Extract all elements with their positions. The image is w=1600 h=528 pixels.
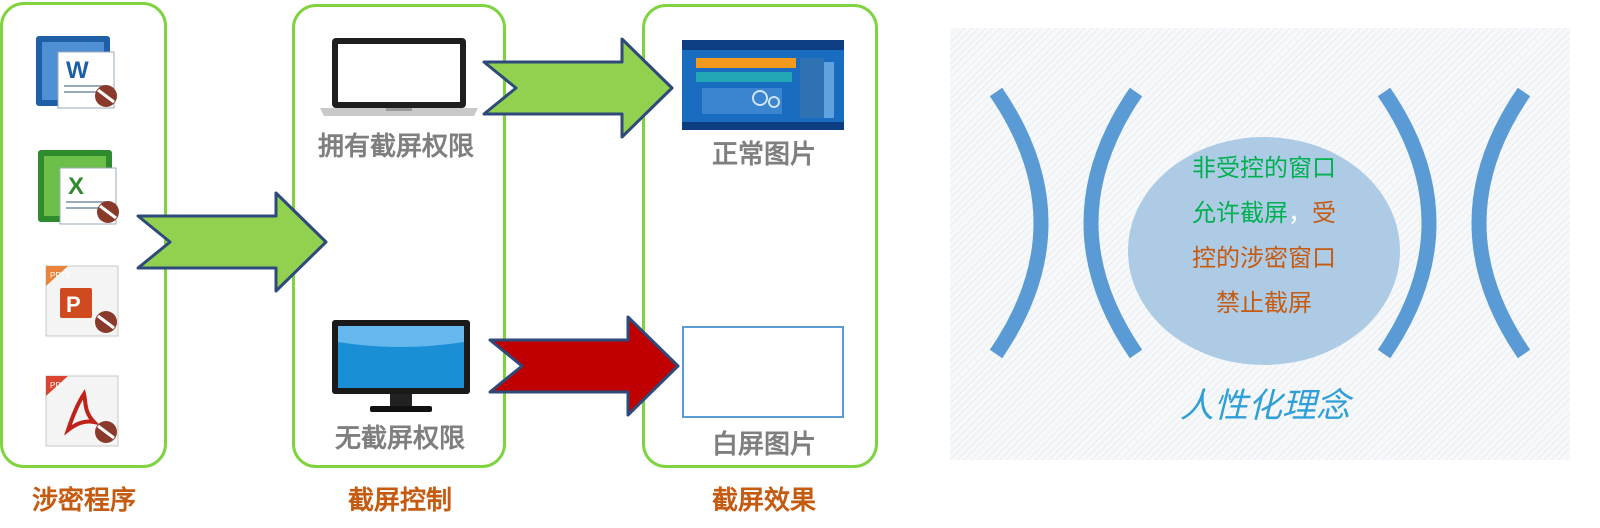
pdf-icon: PDF [45,375,119,447]
arrow-no-permission-to-white [488,315,680,417]
normal-image-caption: 正常图片 [711,140,816,170]
normal-image-thumbnail [682,40,844,130]
concept-slogan: 人性化理念 [1180,386,1350,426]
concept-line1: 非受控的窗口 [1192,154,1336,182]
excel-icon: X [38,150,119,225]
concept-line3: 控的涉密窗口 [1192,244,1336,272]
concept-message: 非受控的窗口 允许截屏，受 控的涉密窗口 禁止截屏 [1150,146,1378,326]
left-brackets [990,88,1143,358]
laptop-icon [320,38,478,116]
monitor-icon [332,320,470,412]
without-permission-caption: 无截屏权限 [334,424,465,454]
svg-text:PDF: PDF [50,381,66,390]
svg-text:X: X [68,173,84,200]
white-image-thumbnail [682,326,844,418]
concept-circle [1128,137,1400,365]
concept-line2b: ， [1288,199,1312,227]
effect-panel [642,4,878,468]
arrow-programs-to-control [136,191,328,293]
control-label: 截屏控制 [347,486,452,516]
right-brackets [1378,88,1531,358]
concept-line2a: 允许截屏 [1192,199,1288,227]
concept-line4: 禁止截屏 [1216,289,1312,317]
white-image-caption: 白屏图片 [711,430,816,460]
word-icon: W [36,36,117,109]
svg-text:P: P [66,292,81,317]
programs-label: 涉密程序 [31,486,136,516]
arrow-permission-to-normal [482,37,674,139]
svg-text:PPTX: PPTX [50,271,72,280]
concept-line2c: 受 [1312,199,1336,227]
svg-text:W: W [66,57,89,84]
with-permission-caption: 拥有截屏权限 [317,132,474,162]
effect-label: 截屏效果 [711,486,816,516]
powerpoint-icon: PPTX P [45,265,119,337]
